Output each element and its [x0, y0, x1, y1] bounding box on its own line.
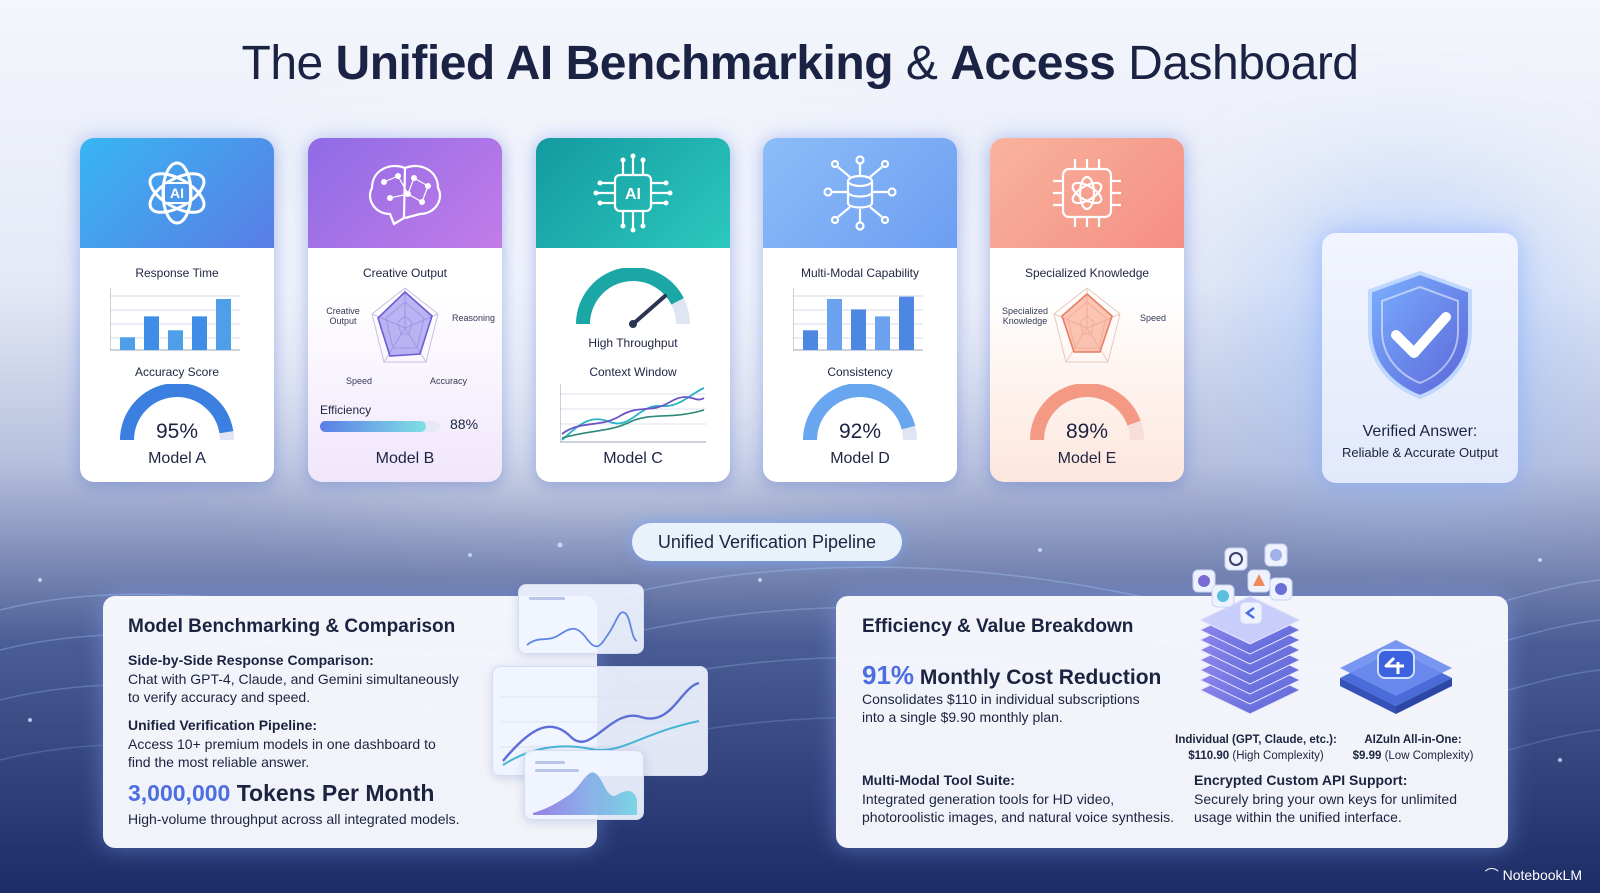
consistency-gauge: [803, 384, 917, 441]
tool-text: photoroolistic images, and natural voice…: [862, 809, 1175, 825]
chart-bar: [168, 330, 183, 350]
metric-label: Context Window: [589, 365, 677, 379]
model-card-a[interactable]: AI Response Time Accuracy Score 95% Mode…: [80, 138, 274, 482]
verified-title: Verified Answer:: [1362, 423, 1478, 440]
model-name: Model A: [148, 450, 206, 467]
floating-app-icons: [1192, 543, 1293, 625]
model-name: Model B: [375, 450, 435, 467]
model-card-d[interactable]: Multi-Modal Capability Consistency 92% M…: [763, 138, 957, 482]
knowledge-radar-chart: [1053, 287, 1121, 363]
stack-right-caption: AIZuIn All-in-One:$9.99 (Low Complexity): [1352, 734, 1474, 762]
tokens-text: High-volume throughput across all integr…: [128, 811, 460, 827]
knowledge-value: 89%: [1065, 420, 1109, 443]
radar-label: Accuracy: [430, 376, 468, 386]
pipeline-label: Unified Verification Pipeline: [632, 523, 902, 561]
radar-label: Reasoning: [452, 313, 496, 323]
radar-label: Speed: [346, 376, 373, 386]
efficiency-panel: Efficiency & Value Breakdown 91% Monthly…: [836, 596, 1508, 848]
context-window-chart: [560, 384, 706, 443]
efficiency-label: Efficiency: [320, 403, 372, 417]
item-title: Side-by-Side Response Comparison:: [128, 652, 374, 668]
svg-text:AI: AI: [625, 186, 641, 203]
item-text: Access 10+ premium models in one dashboa…: [128, 736, 436, 752]
efficiency-value: 88%: [450, 416, 479, 432]
chart-bar: [827, 298, 842, 350]
brand-label: ⌒ NotebookLM: [1484, 867, 1582, 883]
cost-reduction-headline: 91% Monthly Cost Reduction: [862, 660, 1162, 690]
creative-radar-chart: [371, 287, 439, 363]
chip-knowledge-icon: [1053, 159, 1121, 227]
api-text: usage within the unified interface.: [1194, 809, 1402, 825]
model-name: Model C: [603, 450, 663, 467]
panel-heading: Efficiency & Value Breakdown: [862, 616, 1134, 637]
consistency-value: 92%: [838, 420, 882, 443]
metric-label: Specialized Knowledge: [1024, 266, 1150, 280]
metric-label: Creative Output: [362, 266, 448, 280]
cost-text: Consolidates $110 in individual subscrip…: [862, 691, 1140, 707]
verified-answer-card[interactable]: Verified Answer: Reliable & Accurate Out…: [1322, 233, 1518, 483]
brain-network-icon: [368, 164, 442, 226]
knowledge-gauge: [1030, 384, 1144, 441]
panel-heading: Model Benchmarking & Comparison: [128, 616, 456, 637]
chart-bar: [120, 337, 135, 350]
model-name: Model E: [1057, 450, 1117, 467]
verified-subtitle: Reliable & Accurate Output: [1341, 445, 1499, 460]
all-in-one-platform: [1340, 640, 1452, 714]
model-card-e[interactable]: Specialized Knowledge Specialized Knowle…: [990, 138, 1184, 482]
ai-knot-icon: AI: [148, 161, 206, 225]
radar-label: Speed: [1140, 313, 1167, 323]
radar-label: Specialized Knowledge: [1001, 306, 1049, 326]
stack-left-caption: Individual (GPT, Claude, etc.):$110.90 (…: [1175, 734, 1337, 762]
accuracy-gauge: [120, 384, 234, 441]
chart-bar: [144, 316, 159, 350]
efficiency-bar: [320, 421, 440, 432]
model-name: Model D: [830, 450, 890, 467]
chart-bar: [851, 309, 866, 350]
throughput-gauge: [576, 268, 690, 328]
item-title: Unified Verification Pipeline:: [128, 717, 318, 733]
multimodal-chart: [793, 288, 923, 351]
metric-label: Response Time: [135, 266, 219, 280]
api-title: Encrypted Custom API Support:: [1194, 772, 1408, 788]
metric-label: High Throughput: [588, 336, 678, 350]
chart-bar: [216, 298, 231, 350]
api-text: Securely bring your own keys for unlimit…: [1194, 791, 1458, 807]
metric-label: Accuracy Score: [134, 365, 220, 379]
metric-label: Multi-Modal Capability: [800, 266, 920, 280]
shield-check-icon: [1368, 270, 1472, 400]
tokens-headline: 3,000,000 Tokens Per Month: [128, 780, 435, 806]
metric-label: Consistency: [827, 365, 893, 379]
chart-bar: [803, 330, 818, 350]
chart-bar: [192, 316, 207, 350]
response-time-chart: [110, 288, 240, 351]
accuracy-value: 95%: [155, 420, 199, 443]
subscription-stacks-illustration: [1192, 543, 1452, 715]
tool-text: Integrated generation tools for HD video…: [862, 791, 1115, 807]
item-text: find the most reliable answer.: [128, 754, 310, 770]
cost-text: into a single $9.90 monthly plan.: [862, 709, 1063, 725]
database-network-icon: [823, 155, 897, 231]
ai-chip-icon: AI: [593, 153, 673, 233]
mini-chart-1: [518, 584, 644, 654]
chart-bar: [899, 296, 914, 350]
svg-text:AI: AI: [170, 185, 184, 201]
radar-label: Creative Output: [326, 306, 360, 326]
chart-bar: [875, 316, 890, 350]
item-text: Chat with GPT-4, Claude, and Gemini simu…: [128, 671, 459, 687]
item-text: to verify accuracy and speed.: [128, 689, 311, 705]
page-title: The Unified AI Benchmarking & Access Das…: [241, 37, 1360, 90]
model-card-c[interactable]: AI High Throughput Context Window Model …: [536, 138, 730, 482]
tool-title: Multi-Modal Tool Suite:: [862, 772, 1015, 788]
mini-chart-3: [524, 750, 644, 820]
model-card-b[interactable]: Creative Output Creative Output Reasonin…: [308, 138, 502, 482]
